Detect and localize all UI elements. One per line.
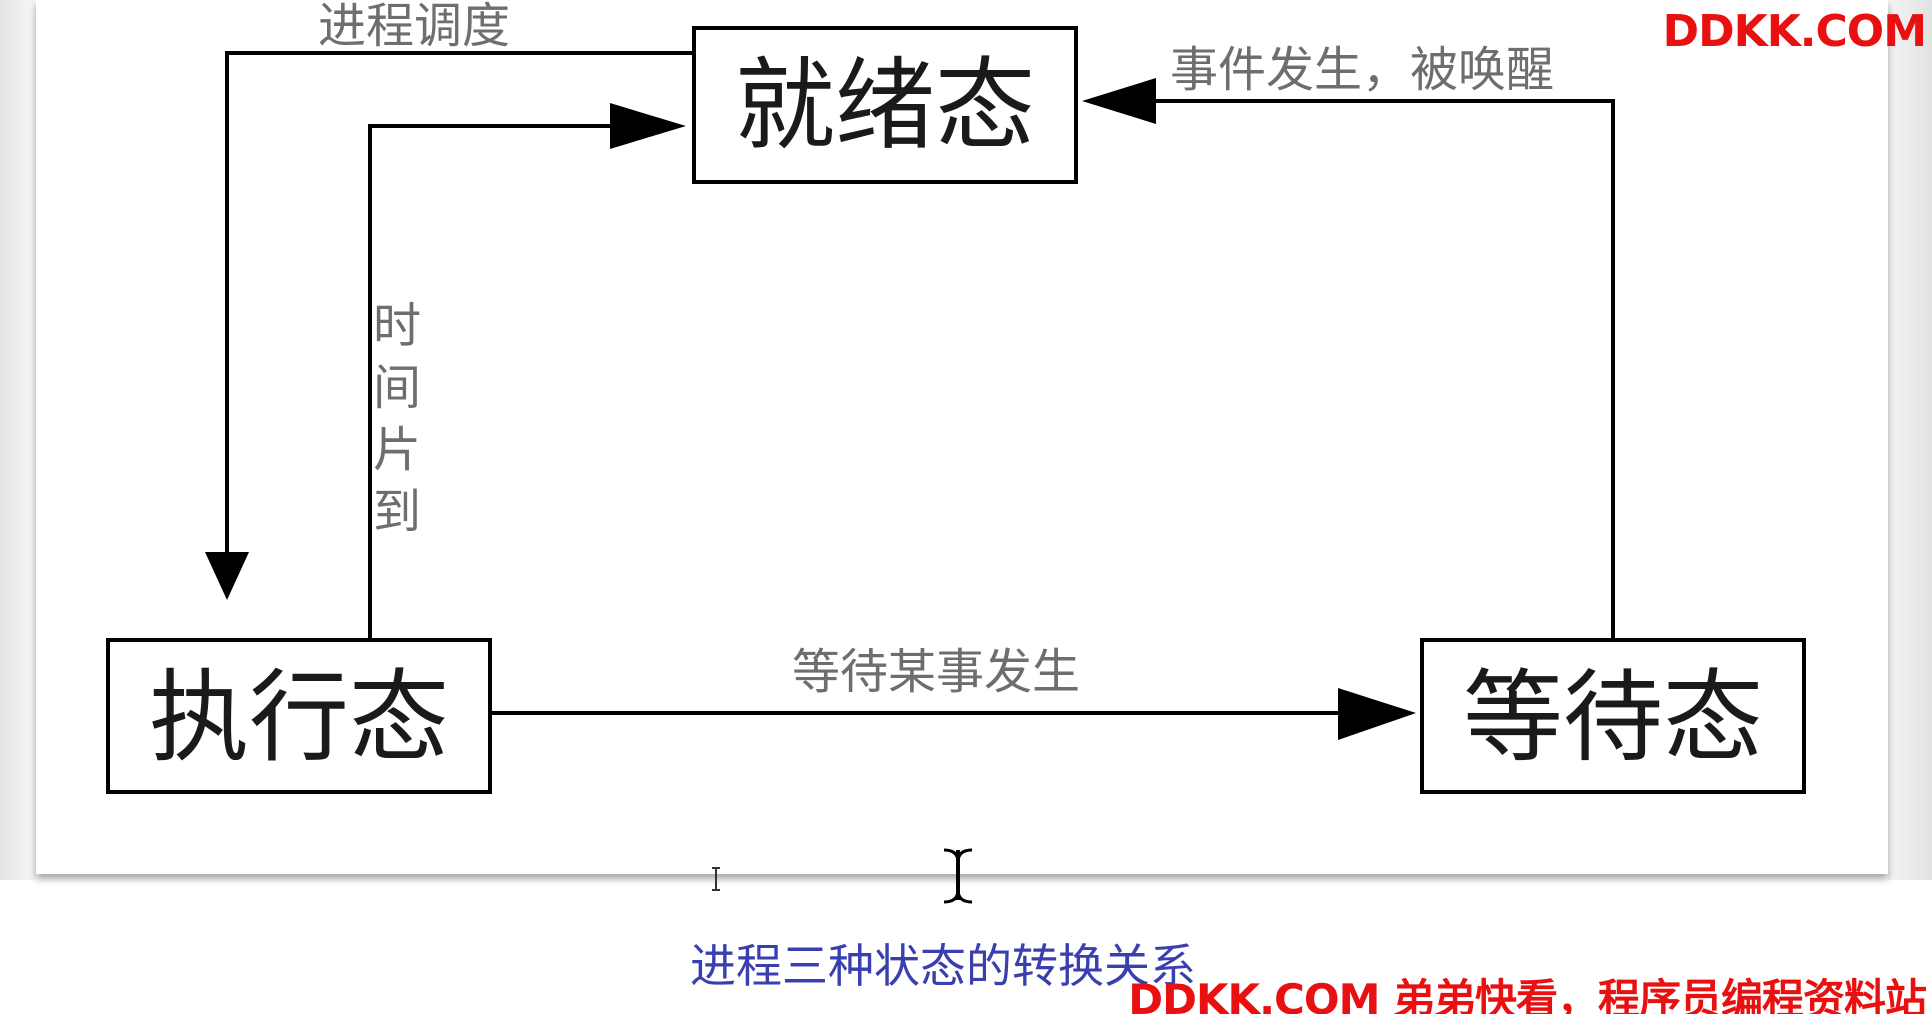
right-edge <box>1888 0 1932 880</box>
wakeup-line <box>1152 99 1615 640</box>
watermark-top: DDKK.COM <box>1662 6 1927 57</box>
wakeup-arrowhead <box>1082 78 1156 124</box>
dispatch-label: 进程调度 <box>318 0 510 54</box>
wait-event-arrowhead <box>1338 688 1416 740</box>
running-state-label: 执行态 <box>149 659 449 776</box>
timeslice-line <box>368 124 625 640</box>
wakeup-label: 事件发生，被唤醒 <box>1170 42 1554 98</box>
small-text-cursor-icon <box>712 867 720 891</box>
ready-state-label: 就绪态 <box>735 47 1035 164</box>
watermark-bottom: DDKK.COM 弟弟快看，程序员编程资料站 <box>1128 975 1927 1014</box>
running-state-box <box>106 638 492 794</box>
timeslice-label: 时间片到 <box>364 300 420 548</box>
waiting-state-label: 等待态 <box>1463 659 1763 776</box>
wait-event-label: 等待某事发生 <box>792 644 1080 700</box>
timeslice-arrowhead <box>610 103 686 149</box>
left-edge <box>0 0 36 880</box>
text-cursor-icon <box>943 848 973 904</box>
ready-state-box <box>692 26 1078 184</box>
dispatch-line <box>225 51 694 572</box>
dispatch-arrowhead <box>205 552 249 600</box>
figure-caption: 进程三种状态的转换关系 <box>690 939 1196 993</box>
